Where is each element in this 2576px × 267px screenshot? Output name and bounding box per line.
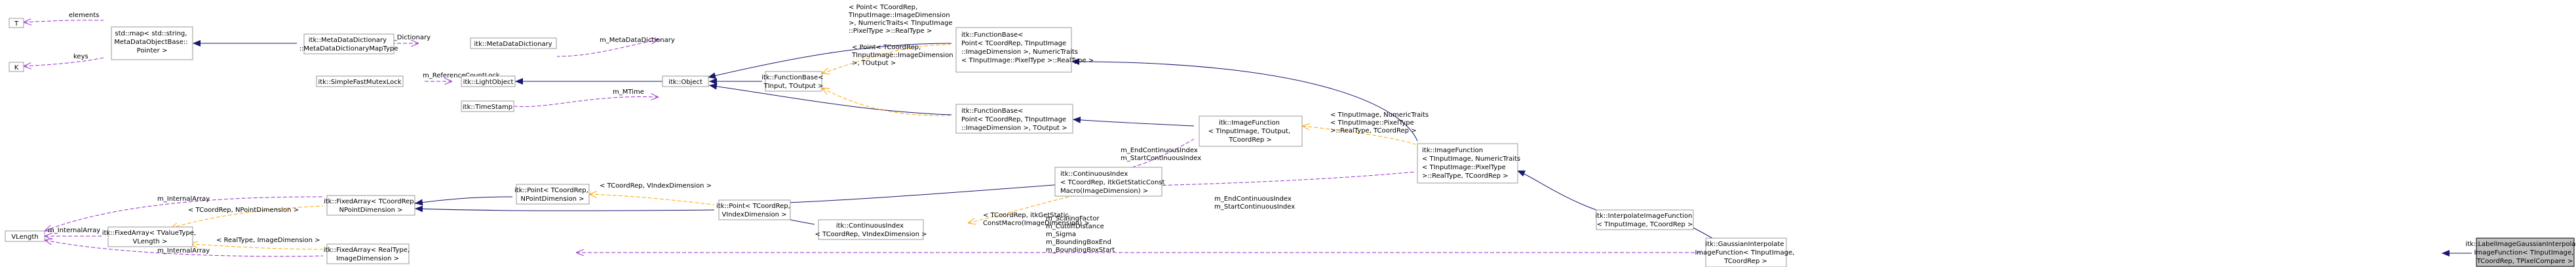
node-T[interactable]: T <box>9 18 24 28</box>
svg-text:itk::MetaDataDictionary: itk::MetaDataDictionary ::MetaDataDictio… <box>299 37 398 52</box>
edge-fb-point-tout-template: < Point< TCoordRep, TInputImage::ImageDi… <box>822 44 955 116</box>
svg-text:itk::Object: itk::Object <box>668 79 702 86</box>
node-continuousindex-generic[interactable]: itk::ContinuousIndex < TCoordRep, VIndex… <box>815 219 927 240</box>
edge-label-endcontinuous-a: m_EndContinuousIndex m_StartContinuousIn… <box>1121 147 1201 162</box>
edge-keys: keys <box>24 53 104 66</box>
node-K[interactable]: K <box>9 62 24 72</box>
svg-text:itk::ImageFunction < T: itk::ImageFunction < TInputImage, Numeri… <box>1422 147 1522 180</box>
edge-object-fb-point-img <box>707 43 952 79</box>
svg-text:itk::InterpolateImageFunction: itk::InterpolateImageFunction < TInputIm… <box>1595 213 1694 228</box>
node-std-map[interactable]: std::map< std::string, MetaDataObjectBas… <box>111 26 193 60</box>
svg-text:itk::FixedArray< RealType,: itk::FixedArray< RealType, ImageDimensio… <box>324 247 412 262</box>
node-lightobject[interactable]: itk::LightObject <box>461 75 516 87</box>
edge-imagefunction-template: < TInputImage, NumericTraits < TInputIma… <box>1302 112 1431 145</box>
node-imagefunction-real[interactable]: itk::ImageFunction < TInputImage, Numeri… <box>1417 143 1522 184</box>
svg-text:itk::FixedArray< TValueType,: itk::FixedArray< TValueType, VLength > <box>102 230 199 245</box>
edge-label-realtype-imagedim: < RealType, ImageDimension > <box>216 237 320 244</box>
svg-text:VLength: VLength <box>11 234 38 241</box>
svg-text:itk::TimeStamp: itk::TimeStamp <box>463 104 512 111</box>
edge-dictionary: m_Dictionary <box>387 34 431 43</box>
svg-text:itk::ImageFunction < T: itk::ImageFunction < TInputImage, TOutpu… <box>1208 119 1292 144</box>
svg-text:itk::FunctionBase< TIn: itk::FunctionBase< TInput, TOutput > <box>761 74 826 90</box>
svg-text:K: K <box>14 64 19 72</box>
svg-text:itk::Point< TCoordRep,: itk::Point< TCoordRep, NPointDimension > <box>514 187 590 203</box>
node-fixedarray-tcoordrep-npoint[interactable]: itk::FixedArray< TCoordRep, NPointDimens… <box>324 195 418 216</box>
edge-metadatadictionary: m_MetaDataDictionary <box>556 37 675 57</box>
svg-text:std::map< std::string,: std::map< std::string, MetaDataObjectBas… <box>114 30 190 54</box>
edge-label-imagefunction-template: < TInputImage, NumericTraits < TInputIma… <box>1330 112 1431 134</box>
edge-fb-point-img-imagefunction-real <box>1071 58 1418 142</box>
edge-label-tcoord-vindex: < TCoordRep, VIndexDimension > <box>600 182 712 190</box>
svg-text:itk::ContinuousIndex <: itk::ContinuousIndex < TCoordRep, VIndex… <box>815 222 927 238</box>
edge-tcoord-npoint: < TCoordRep, NPointDimension > <box>170 205 324 228</box>
svg-text:itk::FunctionBase< Poi: itk::FunctionBase< Point< TCoordRep, TIn… <box>961 108 1068 132</box>
node-point-npointdimension[interactable]: itk::Point< TCoordRep, NPointDimension > <box>514 184 590 205</box>
svg-text:itk::FunctionBase< Poi: itk::FunctionBase< Point< TCoordRep, TIn… <box>961 31 1094 64</box>
node-point-vindexdimension[interactable]: itk::Point< TCoordRep, VIndexDimension > <box>716 199 792 220</box>
svg-text:itk::Point< TCoordRep,: itk::Point< TCoordRep, VIndexDimension > <box>716 203 792 218</box>
edge-label-tcoord-static: < TCoordRep, itkGetStatic ConstMacro(Ima… <box>983 212 1090 227</box>
node-functionbase-tinput[interactable]: itk::FunctionBase< TInput, TOutput > <box>761 71 826 92</box>
edge-endcontinuous-b: m_EndContinuousIndex m_StartContinuousIn… <box>1098 171 1416 211</box>
edge-gaussian-members: m_ScalingFactor m_CutoffDistance m_Sigma… <box>576 215 1701 254</box>
node-gaussianinterpolateimagefunction[interactable]: itk::GaussianInterpolate ImageFunction< … <box>1695 237 1796 267</box>
edge-label-gaussian-members: m_ScalingFactor m_CutoffDistance m_Sigma… <box>1046 215 1115 254</box>
edge-fixedarray-point-npoint <box>414 196 513 206</box>
node-simplefastmutexlock[interactable]: itk::SimpleFastMutexLock <box>316 75 404 87</box>
edge-label-fb-point-tout-template: < Point< TCoordRep, TInputImage::ImageDi… <box>851 44 955 67</box>
node-vlength[interactable]: VLength <box>5 230 45 242</box>
edge-label-keys: keys <box>73 53 88 60</box>
edge-realtype-imagedim: < RealType, ImageDimension > <box>190 237 324 250</box>
svg-text:itk::ContinuousIndex <: itk::ContinuousIndex < TCoordRep, itkGet… <box>1060 171 1167 195</box>
edge-label-dictionary: m_Dictionary <box>387 34 431 41</box>
svg-text:T: T <box>14 20 19 28</box>
edge-internal-array-bot: m_InternalArray <box>45 240 324 257</box>
svg-text:itk::LabelImageGaussianInterpo: itk::LabelImageGaussianInterpolate Image… <box>2465 241 2576 265</box>
edge-label-endcontinuous-b: m_EndContinuousIndex m_StartContinuousIn… <box>1214 195 1295 211</box>
edge-fb-point-tout-imagefunction-generic <box>1072 116 1195 127</box>
edge-label-internal-array-mid: m_InternalArray <box>48 227 100 234</box>
node-metadatadictionary-maptype[interactable]: itk::MetaDataDictionary ::MetaDataDictio… <box>299 33 398 54</box>
edge-label-fb-point-img-template: < Point< TCoordRep, TInputImage::ImageDi… <box>848 4 955 35</box>
node-metadatadictionary[interactable]: itk::MetaDataDictionary <box>470 37 557 49</box>
edge-label-internal-array-bot: m_InternalArray <box>157 247 210 255</box>
edge-label-tcoord-npoint: < TCoordRep, NPointDimension > <box>188 207 299 214</box>
edge-internal-array-top: m_InternalArray <box>45 195 324 231</box>
edge-tcoord-vindex: < TCoordRep, VIndexDimension > <box>589 182 715 205</box>
edge-mtime: m_MTime <box>514 89 659 107</box>
edge-label-elements: elements <box>69 12 99 19</box>
svg-text:itk::LightObject: itk::LightObject <box>463 79 514 86</box>
edge-label-internal-array-top: m_InternalArray <box>157 195 210 203</box>
node-labelimagegaussianinterpolateimagefunction[interactable]: itk::LabelImageGaussianInterpolate Image… <box>2465 237 2576 267</box>
node-object[interactable]: itk::Object <box>662 75 709 87</box>
node-functionbase-point-tout[interactable]: itk::FunctionBase< Point< TCoordRep, TIn… <box>955 104 1073 134</box>
edge-imagefunction-interpolate <box>1516 170 1597 211</box>
edge-fixedarray-point-vindex <box>414 205 715 213</box>
node-imagefunction-generic[interactable]: itk::ImageFunction < TInputImage, TOutpu… <box>1199 115 1303 147</box>
node-functionbase-point-img[interactable]: itk::FunctionBase< Point< TCoordRep, TIn… <box>955 27 1094 73</box>
svg-text:itk::MetaDataDictionary: itk::MetaDataDictionary <box>474 41 552 48</box>
node-fixedarray-tvaluetype[interactable]: itk::FixedArray< TValueType, VLength > <box>102 226 199 247</box>
node-fixedarray-realtype[interactable]: itk::FixedArray< RealType, ImageDimensio… <box>324 243 412 264</box>
edge-elements: elements <box>24 12 104 22</box>
edge-label-metadatadictionary: m_MetaDataDictionary <box>600 37 675 44</box>
node-timestamp[interactable]: itk::TimeStamp <box>461 100 514 112</box>
svg-text:itk::FixedArray< TCoordRep,: itk::FixedArray< TCoordRep, NPointDimens… <box>324 198 418 214</box>
edge-fb-point-img-template: < Point< TCoordRep, TInputImage::ImageDi… <box>822 4 955 73</box>
node-interpolateimagefunction[interactable]: itk::InterpolateImageFunction < TInputIm… <box>1595 209 1694 230</box>
edge-object-fb-point-tout <box>708 83 952 115</box>
node-continuousindex-specific[interactable]: itk::ContinuousIndex < TCoordRep, itkGet… <box>1054 167 1167 197</box>
edge-label-mtime: m_MTime <box>613 89 644 96</box>
edge-internal-array-mid: m_InternalArray <box>45 227 104 236</box>
svg-text:itk::SimpleFastMutexLock: itk::SimpleFastMutexLock <box>318 79 401 86</box>
svg-text:itk::GaussianInterpolate: itk::GaussianInterpolate ImageFunction< … <box>1695 241 1796 265</box>
